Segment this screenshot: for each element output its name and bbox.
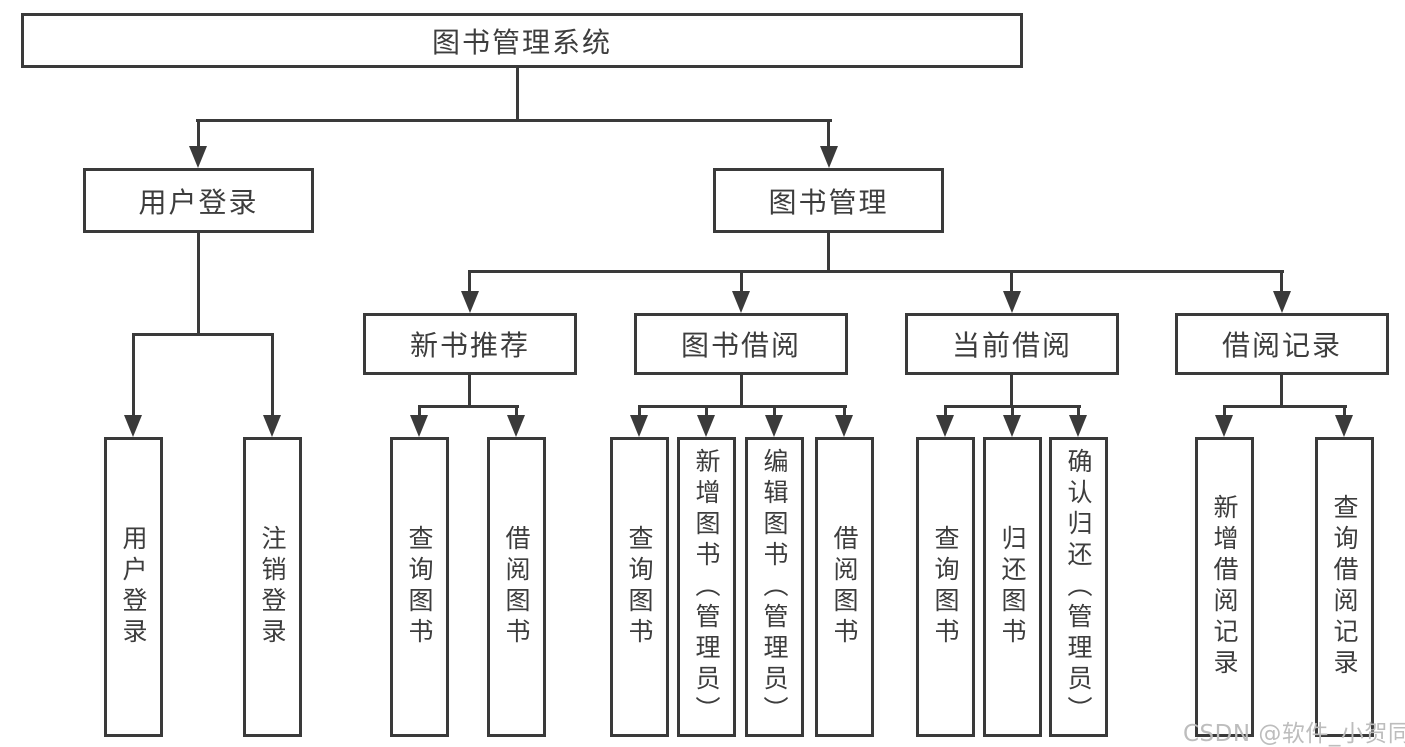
node-borrow-book-recommend: 借阅图书	[487, 437, 546, 737]
connector-line	[418, 405, 519, 408]
node-borrow-book: 借阅图书	[815, 437, 874, 737]
connector-line	[132, 333, 274, 336]
node-label: 注销登录	[258, 525, 287, 649]
connector-line	[468, 270, 471, 293]
connector-line	[132, 333, 135, 417]
arrow-down-icon	[124, 415, 142, 437]
node-query-books-borrowing: 查询图书	[610, 437, 669, 737]
connector-line	[197, 233, 200, 336]
connector-line	[705, 405, 708, 417]
connector-line	[196, 119, 832, 122]
connector-line	[1223, 405, 1226, 417]
node-label: 用户登录	[138, 185, 259, 219]
arrow-down-icon	[461, 291, 479, 313]
node-add-borrow-record: 新增借阅记录	[1195, 437, 1254, 737]
node-label: 确认归还（管理员）	[1064, 447, 1093, 727]
node-query-borrow-record: 查询借阅记录	[1315, 437, 1374, 737]
node-label: 查询图书	[931, 525, 960, 649]
connector-line	[516, 68, 519, 122]
node-label: 查询图书	[405, 525, 434, 649]
connector-line	[638, 405, 641, 417]
arrow-down-icon	[1335, 415, 1353, 437]
node-return-book: 归还图书	[983, 437, 1042, 737]
connector-line	[1280, 270, 1283, 293]
node-add-book-admin: 新增图书（管理员）	[677, 437, 736, 737]
node-book-management: 图书管理	[713, 168, 944, 233]
arrow-down-icon	[189, 146, 207, 168]
node-label: 图书管理	[768, 185, 889, 219]
connector-line	[773, 405, 776, 417]
connector-line	[740, 270, 743, 293]
connector-line	[827, 119, 830, 148]
node-query-books-recommend: 查询图书	[390, 437, 449, 737]
connector-line	[271, 333, 274, 417]
arrow-down-icon	[410, 415, 428, 437]
connector-line	[827, 233, 830, 273]
node-current-borrowing: 当前借阅	[905, 313, 1119, 375]
connector-line	[197, 119, 200, 148]
connector-line	[515, 405, 518, 417]
node-label: 新增图书（管理员）	[692, 447, 721, 727]
arrow-down-icon	[835, 415, 853, 437]
node-label: 查询图书	[625, 525, 654, 649]
node-label: 新书推荐	[409, 329, 530, 362]
watermark-text: CSDN @软件_小贺同学	[1183, 721, 1405, 747]
connector-line	[468, 270, 1284, 273]
node-logout: 注销登录	[243, 437, 302, 737]
connector-line	[1077, 405, 1080, 417]
arrow-down-icon	[1069, 415, 1087, 437]
node-user-login-leaf: 用户登录	[104, 437, 163, 737]
node-label: 借阅记录	[1221, 329, 1342, 362]
arrow-down-icon	[263, 415, 281, 437]
connector-line	[1223, 405, 1347, 408]
connector-line	[1011, 405, 1014, 417]
arrow-down-icon	[732, 291, 750, 313]
connector-line	[1010, 270, 1013, 293]
arrow-down-icon	[507, 415, 525, 437]
node-label: 图书管理系统	[431, 25, 612, 59]
node-edit-book-admin: 编辑图书（管理员）	[745, 437, 804, 737]
arrow-down-icon	[1003, 291, 1021, 313]
connector-line	[418, 405, 421, 417]
node-label: 编辑图书（管理员）	[760, 447, 789, 727]
connector-line	[1010, 375, 1013, 408]
arrow-down-icon	[820, 146, 838, 168]
node-label: 借阅图书	[830, 525, 859, 649]
arrow-down-icon	[630, 415, 648, 437]
node-label: 图书借阅	[680, 329, 801, 362]
connector-line	[944, 405, 947, 417]
connector-line	[638, 405, 847, 408]
node-query-books-current: 查询图书	[916, 437, 975, 737]
node-label: 当前借阅	[951, 329, 1072, 362]
node-label: 用户登录	[119, 525, 148, 649]
node-book-borrowing: 图书借阅	[634, 313, 848, 375]
node-label: 借阅图书	[502, 525, 531, 649]
connector-line	[1343, 405, 1346, 417]
connector-line	[740, 375, 743, 408]
arrow-down-icon	[765, 415, 783, 437]
arrow-down-icon	[1215, 415, 1233, 437]
node-user-login: 用户登录	[83, 168, 314, 233]
arrow-down-icon	[1273, 291, 1291, 313]
node-borrow-records: 借阅记录	[1175, 313, 1389, 375]
node-label: 新增借阅记录	[1210, 494, 1239, 680]
connector-line	[843, 405, 846, 417]
node-label: 查询借阅记录	[1330, 494, 1359, 680]
connector-line	[468, 375, 471, 408]
node-new-book-recommend: 新书推荐	[363, 313, 577, 375]
arrow-down-icon	[697, 415, 715, 437]
node-library-system: 图书管理系统	[21, 13, 1023, 68]
arrow-down-icon	[936, 415, 954, 437]
connector-line	[1280, 375, 1283, 408]
arrow-down-icon	[1003, 415, 1021, 437]
node-label: 归还图书	[998, 525, 1027, 649]
node-confirm-return-admin: 确认归还（管理员）	[1049, 437, 1108, 737]
